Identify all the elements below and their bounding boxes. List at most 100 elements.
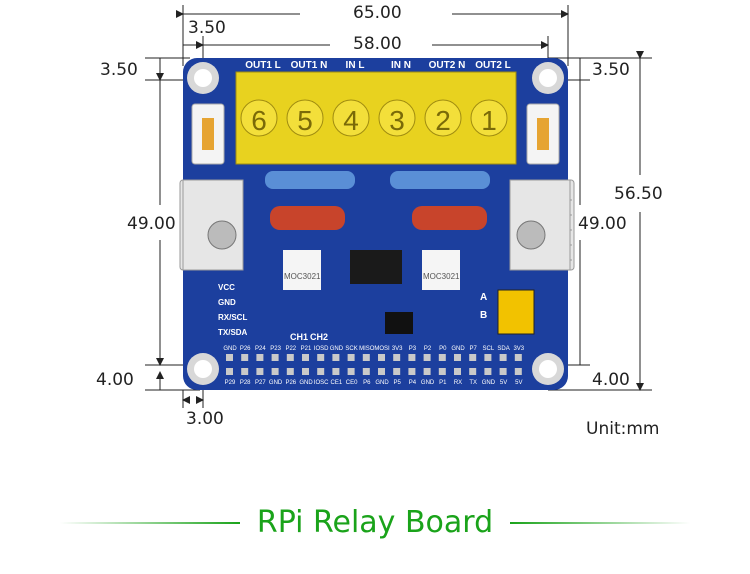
dim-bottom-right: 4.00 xyxy=(592,370,630,390)
ic-label-left: MOC3021 xyxy=(284,272,321,281)
header-pin xyxy=(317,354,325,361)
header-pin-label: P26 xyxy=(285,380,297,386)
header-pin xyxy=(241,368,249,375)
header-pin xyxy=(226,368,233,375)
header-pin-label: GND xyxy=(299,380,313,386)
header-pin-label: SCK xyxy=(345,346,358,352)
dim-top-right: 3.50 xyxy=(592,60,630,80)
header-pin-label: IOSD xyxy=(313,346,329,352)
terminal-screw xyxy=(332,99,370,137)
terminal-screw xyxy=(286,99,324,137)
header-pin xyxy=(302,368,309,375)
header-pin xyxy=(271,354,279,361)
terminal-label: OUT1 N xyxy=(290,60,328,71)
header-pin-label: P24 xyxy=(255,346,266,352)
header-pin xyxy=(302,354,309,361)
header-pin-label: P4 xyxy=(408,380,417,386)
dim-hole-spacing: 58.00 xyxy=(353,34,402,54)
header-pin-label: GND xyxy=(451,346,465,352)
resistors xyxy=(265,171,490,189)
header-pin-label: CE0 xyxy=(345,380,358,386)
header-pin-label: P5 xyxy=(393,380,401,386)
header-pin xyxy=(423,354,431,361)
header-pin xyxy=(514,354,522,361)
header-pin xyxy=(347,354,355,361)
header-pin xyxy=(286,368,294,375)
channel-label-2: CH2 xyxy=(310,332,329,342)
header-pin xyxy=(317,368,325,375)
header-pin-label: P6 xyxy=(363,380,371,386)
header-pin-label: GND xyxy=(375,380,389,386)
screw-left xyxy=(207,220,237,250)
header-pin xyxy=(393,354,401,361)
small-ic xyxy=(385,312,413,334)
header-pin-label: P27 xyxy=(255,380,266,386)
dim-top-left: 3.50 xyxy=(100,60,138,80)
terminal-number: 1 xyxy=(481,105,497,136)
terminal-number: 6 xyxy=(251,105,267,136)
header-pin-label: P0 xyxy=(439,346,447,352)
header-pin xyxy=(469,368,477,375)
header-pin-label: TX xyxy=(469,380,478,386)
header-pin xyxy=(393,368,401,375)
header-pin xyxy=(362,354,370,361)
dim-bottom-left: 4.00 xyxy=(96,370,134,390)
header-pin xyxy=(454,368,461,375)
ic-label-right: MOC3021 xyxy=(423,272,460,281)
header-pin xyxy=(484,354,492,361)
jumper xyxy=(497,289,535,335)
header-pin-label: P1 xyxy=(439,380,447,386)
header-pin-label: P7 xyxy=(469,346,477,352)
terminal-screw xyxy=(470,99,508,137)
uart-label: TX/SDA xyxy=(218,328,248,337)
terminal-block xyxy=(235,71,517,165)
header-pin xyxy=(347,368,355,375)
optocoupler-right xyxy=(422,250,460,290)
optocoupler-left xyxy=(283,250,321,290)
main-ic xyxy=(350,250,402,284)
terminal-screw xyxy=(378,99,416,137)
terminal-screw xyxy=(240,99,278,137)
dim-height-right-inner: 49.00 xyxy=(578,214,627,234)
header-pin-label: P26 xyxy=(239,346,251,352)
header-pin-label: MISO xyxy=(359,346,375,352)
header-pin-label: GND xyxy=(420,380,435,386)
gpio-header xyxy=(226,354,522,375)
header-pin xyxy=(469,354,477,361)
header-pin-label: 5V xyxy=(515,380,523,386)
channel-label-1: CH1 xyxy=(290,332,309,342)
capacitor-left xyxy=(270,206,345,230)
header-pin xyxy=(499,354,507,361)
dim-width-total: 65.00 xyxy=(353,3,402,23)
header-pin xyxy=(226,354,233,361)
header-pin-label: GND xyxy=(268,380,283,386)
header-pin-label: P2 xyxy=(423,346,432,352)
header-pin xyxy=(438,354,446,361)
dim-height-left: 49.00 xyxy=(127,214,176,234)
uart-label: VCC xyxy=(218,283,235,292)
header-pin-label: RX xyxy=(453,380,463,386)
jumper-label-b: B xyxy=(480,310,488,321)
terminal-number: 3 xyxy=(389,105,405,136)
header-pin-label: P21 xyxy=(300,346,312,352)
page-title: RPi Relay Board xyxy=(256,505,494,540)
dimension-lines xyxy=(145,5,652,408)
header-pin-label: SDA xyxy=(497,346,510,352)
header-pin-label: GND xyxy=(481,380,496,386)
dim-height-total: 56.50 xyxy=(614,184,663,204)
header-pin xyxy=(454,354,461,361)
screw-right xyxy=(516,220,546,250)
unit-label: Unit:mm xyxy=(586,419,660,439)
header-pin-label: 3V3 xyxy=(513,346,525,352)
uart-label: RX/SCL xyxy=(218,313,248,322)
header-pin xyxy=(408,354,416,361)
terminal-number: 5 xyxy=(297,105,313,136)
header-pin-label: P3 xyxy=(408,346,417,352)
mount-holes xyxy=(187,62,564,385)
header-pin-label: P28 xyxy=(239,380,251,386)
header-pin xyxy=(499,368,507,375)
header-pin-label: MOSI xyxy=(374,346,390,352)
header-pin xyxy=(423,368,431,375)
header-pin xyxy=(378,368,385,375)
